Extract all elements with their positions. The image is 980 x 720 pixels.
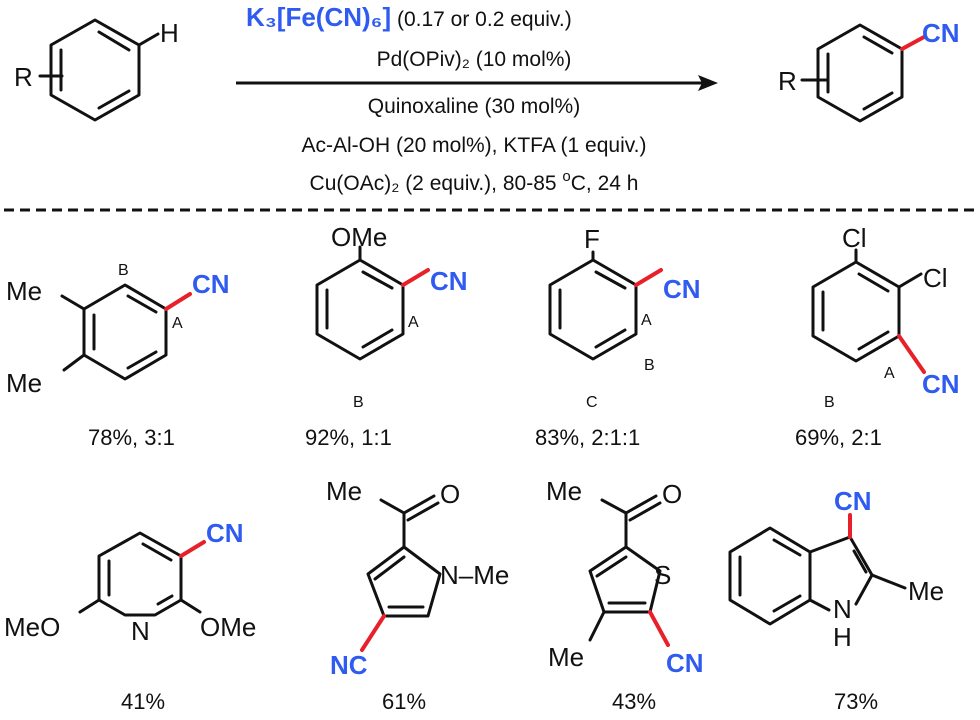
p3-site-b: B [644,357,655,374]
degree-symbol: o [562,168,570,185]
p7-o-label: O [662,479,682,509]
product-3: F CN A B C 83%, 2:1:1 [535,224,701,450]
p1-yield: 78%, 3:1 [88,425,175,450]
p7-me-label: Me [546,476,582,506]
condition-line-4: Ac-Al-OH (20 mol%), KTFA (1 equiv.) [301,134,646,157]
product-1: Me Me CN A B 78%, 3:1 [6,262,230,450]
product-6: Me O N–Me NC 61% [326,476,509,714]
p2-ome-label: OMe [331,222,387,252]
p8-me-label: Me [908,576,944,606]
reaction-arrow-head [698,75,718,91]
condition-line-5: Cu(OAc)₂ (2 equiv.), 80-85 oC, 24 h [310,168,639,195]
product-arene: CN R [778,18,960,123]
reaction-conditions: K₃[Fe(CN)₆] (0.17 or 0.2 equiv.) Pd(OPiv… [236,2,718,195]
product-cn-label: CN [922,18,960,48]
p8-cn-label: CN [834,486,872,516]
p8-yield: 73% [834,689,878,714]
p3-cn-label: CN [663,274,701,304]
product-7: Me O S Me CN 43% [546,476,704,714]
p1-site-b: B [118,262,129,279]
p4-site-a: A [884,365,895,382]
p1-cn-label: CN [192,269,230,299]
product-8: CN Me N H 73% [728,486,944,714]
condition-line-3: Quinoxaline (30 mol%) [368,95,580,118]
p1-site-a: A [172,315,183,332]
p4-cl-label-2: Cl [923,263,948,293]
condition-line-1: K₃[Fe(CN)₆] (0.17 or 0.2 equiv.) [246,2,572,32]
p5-yield: 41% [121,689,165,714]
p2-cn-label: CN [430,266,468,296]
p5-n-label: N [131,616,150,646]
p1-me-label-2: Me [6,368,42,398]
p6-me-label: Me [326,476,362,506]
product-4: Cl Cl CN A B 69%, 2:1 [795,223,960,450]
p4-cl-label-1: Cl [842,223,867,253]
new-c-cn-bond [900,35,926,51]
condition-line-5-part-b: C, 24 h [571,172,639,195]
p6-yield: 61% [382,689,426,714]
p7-yield: 43% [612,689,656,714]
p5-cn-label: CN [206,518,244,548]
p4-cn-label: CN [922,369,960,399]
p7-s-label: S [654,560,671,590]
reactant-h-label: H [160,18,179,48]
p2-site-a: A [408,314,419,331]
p5-ome-label: OMe [200,612,256,642]
cyanide-reagent: K₃[Fe(CN)₆] [246,2,391,32]
p2-site-b: B [353,394,364,411]
condition-line-5-part-a: Cu(OAc)₂ (2 equiv.), 80-85 [310,172,563,195]
p6-nc-label: NC [330,650,368,680]
p3-f-label: F [584,224,600,254]
p7-cn-label: CN [666,648,704,678]
p6-nme-label: N–Me [440,560,509,590]
p3-site-a: A [641,312,652,329]
p6-o-label: O [440,479,460,509]
product-2: OMe CN A B 92%, 1:1 [305,222,468,450]
p5-meo-label: MeO [4,612,60,642]
p3-site-c: C [586,394,598,411]
reactant-r-label: R [14,62,33,92]
p4-site-b: B [824,394,835,411]
p8-n-label: N [833,594,852,624]
reactant-arene: H R [14,18,179,122]
product-r-label: R [778,66,797,96]
p1-me-label-1: Me [6,276,42,306]
p3-yield: 83%, 2:1:1 [535,425,640,450]
product-5: CN MeO N OMe 41% [4,518,256,714]
p2-yield: 92%, 1:1 [305,425,392,450]
condition-line-2: Pd(OPiv)₂ (10 mol%) [377,48,572,71]
p7-me-label-2: Me [548,642,584,672]
p4-yield: 69%, 2:1 [795,425,882,450]
cyanide-reagent-amount: (0.17 or 0.2 equiv.) [391,8,572,31]
p8-h-label: H [833,622,852,652]
